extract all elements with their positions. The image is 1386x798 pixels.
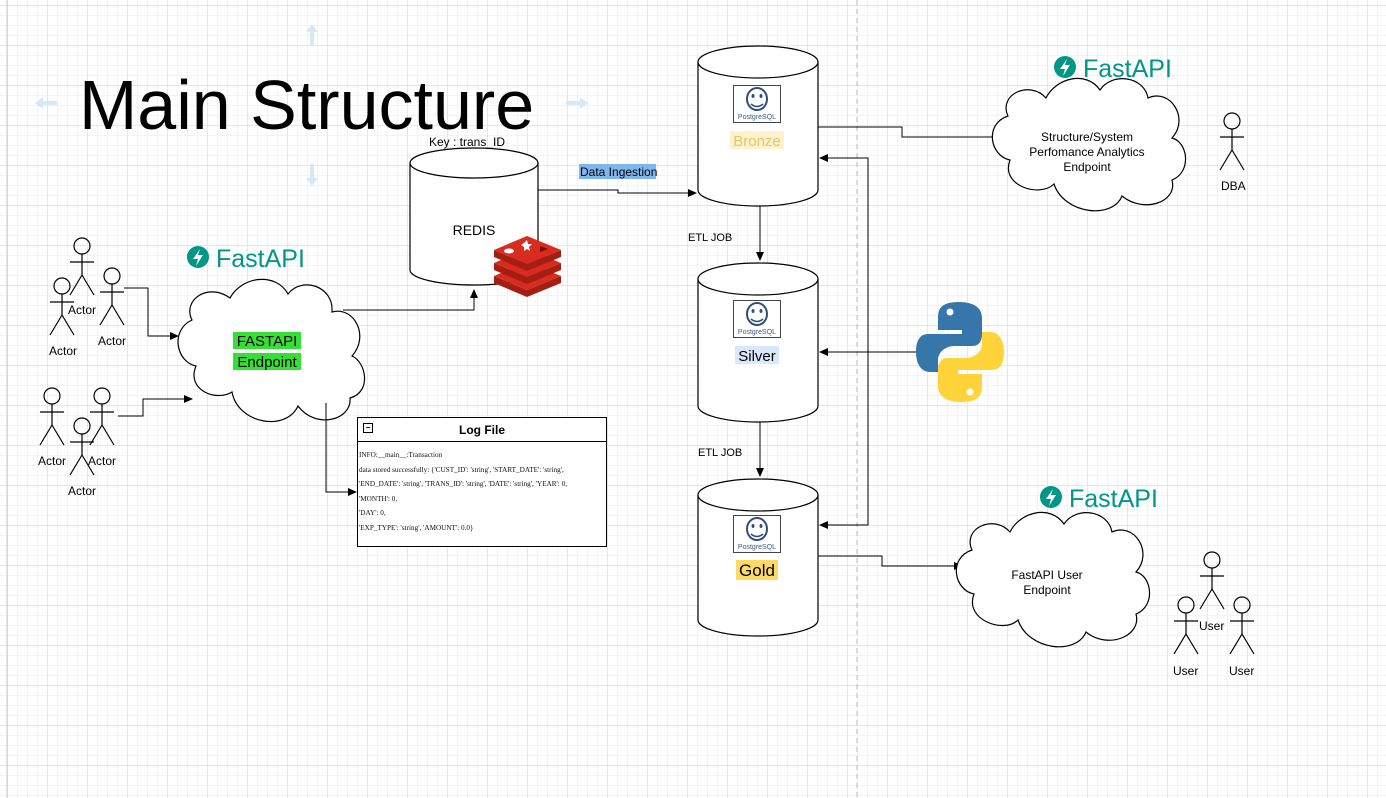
fastapi-brand-text: FastAPI <box>1083 55 1172 83</box>
log-line: 'MONTH': 0, <box>359 494 398 503</box>
log-line: 'EXP_TYPE': 'string', 'AMOUNT': 0.0} <box>359 523 474 532</box>
dba-actor[interactable] <box>1219 112 1245 171</box>
postgresql-logo-text: PostgreSQL <box>737 329 777 336</box>
actor-label: Actor <box>49 344 77 358</box>
python-to-bronze-arrow[interactable] <box>819 154 869 352</box>
fastapi-endpoint-label: FASTAPI <box>237 333 298 350</box>
actor-group-bottom[interactable] <box>39 387 115 476</box>
actor-label: Actor <box>98 334 126 348</box>
bronze-cylinder[interactable] <box>697 45 819 207</box>
postgresql-logo-icon: PostgreSQL <box>733 85 781 123</box>
move-arrow-icon[interactable] <box>35 24 588 186</box>
fastapi-endpoint-label: Endpoint <box>237 354 297 371</box>
redis-key-label: Key : trans_ID <box>429 135 505 149</box>
user-label: User <box>1229 664 1254 678</box>
fastapi-brand-text: FastAPI <box>1069 485 1158 513</box>
bronze-to-analytics-arrow[interactable] <box>818 126 1001 141</box>
data-ingestion-label: Data Ingestion <box>580 165 657 179</box>
bronze-label: Bronze <box>733 133 781 150</box>
user-label: User <box>1173 664 1198 678</box>
gold-label-highlight <box>736 560 778 580</box>
fastapi-label-highlight <box>233 332 301 349</box>
log-line: INFO:__main__:Transaction <box>359 451 443 459</box>
log-file-body: INFO:__main__:Transaction data stored su… <box>358 442 606 535</box>
actors-to-fastapi-arrow[interactable] <box>118 395 193 417</box>
analytics-label: Perfomance Analytics <box>1029 145 1144 159</box>
actor-label: Actor <box>38 454 66 468</box>
user-endpoint-label: FastAPI User <box>1011 568 1082 582</box>
log-line: 'DAY': 0, <box>359 509 386 517</box>
redis-logo-icon <box>494 236 561 297</box>
actors-to-fastapi-arrow[interactable] <box>124 287 179 340</box>
actor-group-top[interactable] <box>49 237 125 336</box>
postgresql-logo-icon: PostgreSQL <box>733 515 781 553</box>
data-ingestion-arrow[interactable] <box>538 189 697 197</box>
log-line: data stored successfully: {'CUST_ID': 's… <box>359 465 564 474</box>
gold-to-user-endpoint-arrow[interactable] <box>818 555 963 570</box>
etl-job-label: ETL JOB <box>688 232 732 244</box>
postgresql-logo-icon: PostgreSQL <box>733 300 781 338</box>
user-label: User <box>1199 619 1224 633</box>
actor-label: Actor <box>88 454 116 468</box>
silver-label: Silver <box>738 348 776 365</box>
gold-label: Gold <box>739 561 775 580</box>
dba-label: DBA <box>1221 179 1246 193</box>
etl-job-label: ETL JOB <box>698 447 742 459</box>
log-file-panel[interactable]: − Log File INFO:__main__:Transaction dat… <box>357 417 607 547</box>
fastapi-to-logfile-arrow[interactable] <box>325 403 357 496</box>
actor-label: Actor <box>68 484 96 498</box>
postgresql-logo-text: PostgreSQL <box>737 544 777 551</box>
fastapi-endpoint-cloud[interactable] <box>177 278 366 422</box>
analytics-label: Endpoint <box>1063 160 1111 174</box>
python-to-gold-arrow[interactable] <box>819 352 869 529</box>
user-actor-group[interactable] <box>1173 551 1255 655</box>
user-endpoint-cloud[interactable] <box>955 511 1151 648</box>
gold-cylinder[interactable] <box>697 478 819 637</box>
fastapi-logo-icon <box>1040 486 1062 508</box>
analytics-endpoint-cloud[interactable] <box>991 77 1187 212</box>
fastapi-brand-text: FastAPI <box>216 245 305 273</box>
silver-label-highlight <box>735 346 779 364</box>
data-ingestion-highlight <box>579 164 656 179</box>
bronze-label-highlight <box>730 131 784 149</box>
analytics-label: Structure/System <box>1041 130 1133 144</box>
postgresql-logo-text: PostgreSQL <box>737 114 777 121</box>
python-logo-icon <box>916 302 1004 402</box>
log-line: 'END_DATE': 'string', 'TRANS_ID': 'strin… <box>359 480 567 488</box>
log-file-title: Log File <box>459 422 505 437</box>
silver-cylinder[interactable] <box>697 262 819 423</box>
redis-label: REDIS <box>453 222 496 238</box>
page-title: Main Structure <box>79 66 534 144</box>
user-endpoint-label: Endpoint <box>1023 583 1071 597</box>
fastapi-to-redis-arrow[interactable] <box>343 289 478 311</box>
fastapi-logo-icon <box>1054 56 1076 78</box>
log-file-header: − Log File <box>358 418 606 442</box>
collapse-icon[interactable]: − <box>363 423 373 433</box>
fastapi-logo-icon <box>187 246 209 268</box>
actor-label: Actor <box>68 303 96 317</box>
fastapi-label-highlight <box>233 353 301 370</box>
